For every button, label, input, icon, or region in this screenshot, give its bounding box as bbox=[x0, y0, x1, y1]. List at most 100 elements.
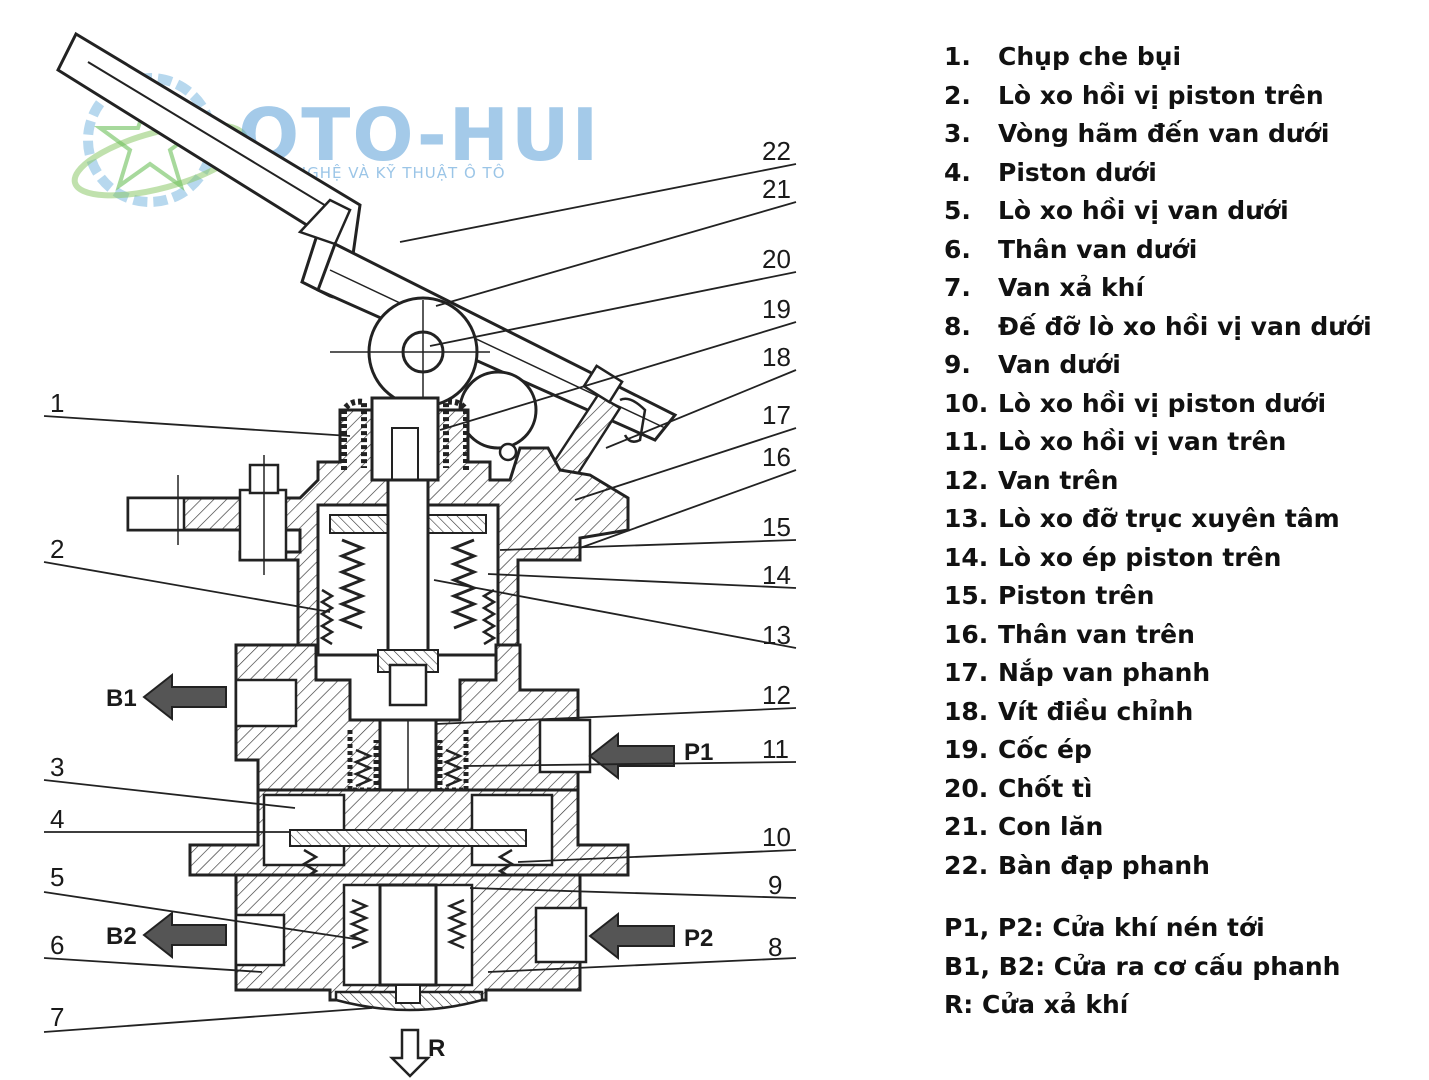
legend-text: Lò xo đỡ trục xuyên tâm bbox=[998, 504, 1340, 533]
watermark-logo: OTO-HUI CÔNG NGHỆ VÀ KỸ THUẬT Ô TÔ bbox=[71, 73, 600, 207]
dust-cover bbox=[341, 396, 469, 489]
legend-item-1: 1. Chụp che bụi bbox=[944, 38, 1424, 77]
port-b1-arrow: B1 bbox=[106, 672, 227, 722]
legend-item-10: 10. Lò xo hồi vị piston dưới bbox=[944, 385, 1424, 424]
legend-item-6: 6. Thân van dưới bbox=[944, 231, 1424, 270]
legend-text: Con lăn bbox=[998, 812, 1104, 841]
legend-number: 6. bbox=[944, 234, 971, 264]
legend-item-17: 17. Nắp van phanh bbox=[944, 654, 1424, 693]
callout-5: 5 bbox=[50, 862, 64, 892]
legend-item-12: 12. Van trên bbox=[944, 462, 1424, 501]
callout-13: 13 bbox=[762, 620, 791, 650]
legend-number: 13. bbox=[944, 504, 989, 533]
legend-text: Lò xo hồi vị van trên bbox=[998, 427, 1287, 456]
legend-number: 19. bbox=[944, 735, 989, 764]
legend-number: 16. bbox=[944, 619, 989, 649]
callout-7: 7 bbox=[50, 1002, 64, 1032]
port-b2-label: B2 bbox=[106, 923, 137, 950]
legend-number: 1. bbox=[944, 42, 971, 71]
legend-item-9: 9.Van dưới bbox=[944, 346, 1424, 385]
callout-22: 22 bbox=[762, 136, 791, 166]
callout-9: 9 bbox=[768, 870, 782, 900]
brake-pedal bbox=[56, 31, 678, 443]
port-p1-arrow: P1 bbox=[588, 731, 713, 781]
legend-text: Đế đỡ lò xo hồi vị van dưới bbox=[998, 311, 1372, 341]
callout-11: 11 bbox=[762, 734, 789, 764]
legend-number: 22. bbox=[944, 850, 989, 880]
legend-item-21: 21. Con lăn bbox=[944, 808, 1424, 847]
leader-lines bbox=[43, 163, 797, 1033]
callout-14: 14 bbox=[762, 560, 791, 590]
port-b1-label: B1 bbox=[106, 685, 137, 712]
port-legend-b: B1, B2: Cửa ra cơ cấu phanh bbox=[944, 951, 1341, 981]
legend-text: Lò xo hồi vị piston dưới bbox=[998, 388, 1327, 418]
callout-4: 4 bbox=[50, 804, 64, 834]
legend-number: 18. bbox=[944, 696, 989, 726]
callout-16: 16 bbox=[762, 442, 791, 472]
legend-number: 7. bbox=[944, 273, 971, 302]
legend-text: Nắp van phanh bbox=[998, 658, 1211, 687]
legend-item-20: 20. Chốt tì bbox=[944, 770, 1424, 809]
legend-text: Van xả khí bbox=[998, 273, 1145, 302]
legend-text: Van trên bbox=[998, 465, 1119, 495]
callout-18: 18 bbox=[762, 342, 791, 372]
callout-6: 6 bbox=[50, 930, 64, 960]
port-p1-label: P1 bbox=[684, 739, 713, 766]
legend-text: Thân van trên bbox=[998, 619, 1195, 649]
legend-number: 12. bbox=[944, 465, 989, 495]
legend-number: 17. bbox=[944, 658, 989, 687]
legend-number: 5. bbox=[944, 196, 971, 225]
callout-2: 2 bbox=[50, 534, 64, 564]
legend-item-2: 2. Lò xo hồi vị piston trên bbox=[944, 77, 1424, 116]
legend-item-11: 11. Lò xo hồi vị van trên bbox=[944, 423, 1424, 462]
legend-number: 21. bbox=[944, 812, 989, 841]
legend-number: 20. bbox=[944, 773, 989, 803]
port-legend-p: P1, P2: Cửa khí nén tới bbox=[944, 913, 1265, 942]
legend-number: 9. bbox=[944, 350, 971, 379]
callout-1: 1 bbox=[50, 388, 64, 418]
port-p2-label: P2 bbox=[684, 925, 713, 952]
legend-item-22: 22. Bàn đạp phanh bbox=[944, 847, 1424, 886]
legend-text: Cốc ép bbox=[998, 735, 1092, 764]
legend-item-4: 4.Piston dưới bbox=[944, 154, 1424, 193]
callout-15: 15 bbox=[762, 512, 791, 542]
legend-number: 4. bbox=[944, 157, 971, 187]
port-legend: P1, P2: Cửa khí nén tới B1, B2: Cửa ra c… bbox=[944, 909, 1424, 1025]
legend-item-19: 19. Cốc ép bbox=[944, 731, 1424, 770]
legend-text: Piston trên bbox=[998, 581, 1155, 610]
legend-text: Chốt tì bbox=[998, 773, 1093, 803]
port-p2-arrow: P2 bbox=[588, 911, 713, 961]
callout-17: 17 bbox=[762, 400, 791, 430]
watermark-title: OTO-HUI bbox=[238, 93, 600, 177]
legend-item-18: 18. Vít điều chỉnh bbox=[944, 693, 1424, 732]
legend-text: Vòng hãm đến van dưới bbox=[998, 119, 1330, 148]
exhaust-valve bbox=[334, 984, 484, 1012]
legend-item-13: 13. Lò xo đỡ trục xuyên tâm bbox=[944, 500, 1424, 539]
callout-19: 19 bbox=[762, 294, 791, 324]
legend-text: Bàn đạp phanh bbox=[998, 850, 1210, 880]
legend-text: Lò xo hồi vị piston trên bbox=[998, 80, 1324, 110]
callout-21: 21 bbox=[762, 174, 791, 204]
legend-number: 14. bbox=[944, 542, 989, 572]
legend-number: 2. bbox=[944, 80, 971, 110]
legend-text: Vít điều chỉnh bbox=[998, 696, 1194, 726]
legend-item-7: 7. Van xả khí bbox=[944, 269, 1424, 308]
callout-20: 20 bbox=[762, 244, 791, 274]
legend-number: 11. bbox=[944, 427, 989, 456]
callout-3: 3 bbox=[50, 752, 64, 782]
legend-text: Lò xo ép piston trên bbox=[998, 542, 1282, 572]
lower-valve-body bbox=[234, 873, 588, 1002]
legend-item-14: 14. Lò xo ép piston trên bbox=[944, 539, 1424, 578]
legend-number: 10. bbox=[944, 388, 989, 418]
legend-text: Thân van dưới bbox=[998, 234, 1198, 264]
callout-12: 12 bbox=[762, 680, 791, 710]
legend-number: 15. bbox=[944, 581, 989, 610]
port-r-arrow: R bbox=[388, 1028, 445, 1078]
legend-number: 3. bbox=[944, 119, 971, 148]
legend-text: Chụp che bụi bbox=[998, 42, 1182, 71]
parts-legend: 1. Chụp che bụi 2. Lò xo hồi vị piston trê… bbox=[944, 38, 1424, 1025]
callout-numbers: 1 2 3 4 5 6 7 8 9 10 11 12 13 14 15 16 1… bbox=[50, 136, 791, 1032]
legend-text: Lò xo hồi vị van dưới bbox=[998, 196, 1289, 225]
callout-10: 10 bbox=[762, 822, 791, 852]
callout-8: 8 bbox=[768, 932, 782, 962]
